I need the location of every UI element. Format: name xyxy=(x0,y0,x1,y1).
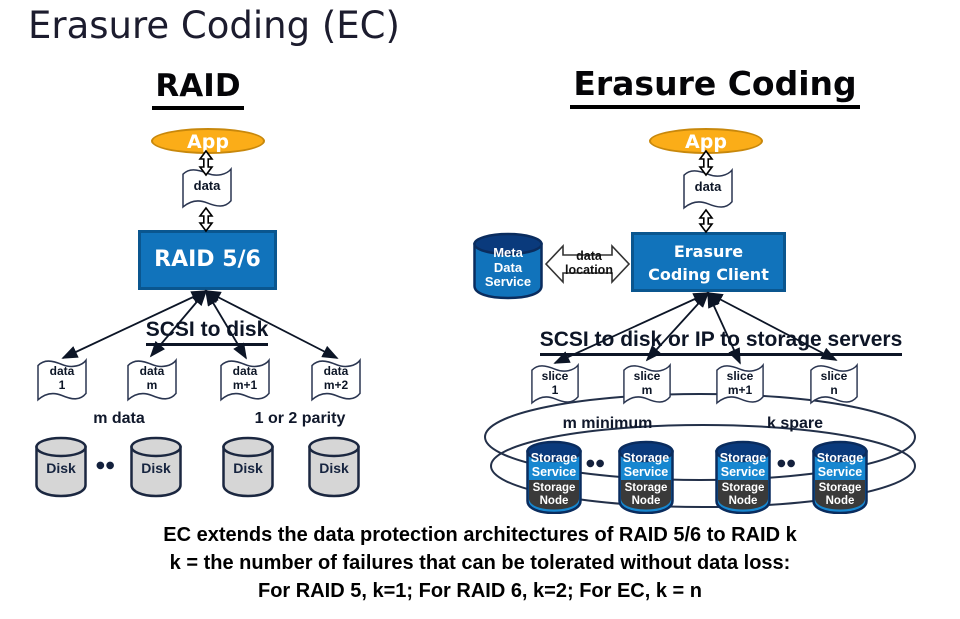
m-minimum-label: m minimum xyxy=(562,415,653,432)
disk-cylinder: Disk xyxy=(307,436,361,498)
cylinder-shape xyxy=(308,436,360,498)
app-label-right: App xyxy=(685,131,727,153)
parity-label: 1 or 2 parity xyxy=(254,410,346,427)
disk-cylinder: Disk xyxy=(221,436,275,498)
app-node-right: App xyxy=(649,128,763,154)
m-data-label: m data xyxy=(93,410,145,427)
disk-ellipsis: ●● xyxy=(96,460,116,471)
cylinder-shape xyxy=(35,436,87,498)
scsi-bus-label-left: SCSI to disk xyxy=(122,318,292,346)
footer-line-1: EC extends the data protection architect… xyxy=(163,524,797,546)
cylinder-shape xyxy=(473,232,543,300)
app-label-left: App xyxy=(187,131,229,153)
client-line2: Coding Client xyxy=(648,265,769,284)
scsi-ip-bus-text: SCSI to disk or IP to storage servers xyxy=(539,328,903,356)
cylinder-shape xyxy=(130,436,182,498)
document-shape xyxy=(623,362,671,405)
document-shape xyxy=(220,357,270,402)
cylinder-shape xyxy=(222,436,274,498)
k-spare-label: k spare xyxy=(766,415,824,432)
scsi-bus-text-left: SCSI to disk xyxy=(145,318,269,346)
footer-line-2: k = the number of failures that can be t… xyxy=(169,552,791,574)
storage-ellipsis: ●● xyxy=(586,458,606,469)
app-node-left: App xyxy=(151,128,265,154)
disk-cylinder: Disk xyxy=(129,436,183,498)
raid-heading: RAID xyxy=(128,68,268,110)
document-shape xyxy=(311,357,361,402)
erasure-coding-client-box: Erasure Coding Client xyxy=(631,232,786,292)
page-title: Erasure Coding (EC) xyxy=(28,4,400,47)
client-line1: Erasure xyxy=(673,242,744,261)
scsi-ip-bus-label: SCSI to disk or IP to storage servers xyxy=(486,328,956,356)
double-arrow-data-client xyxy=(698,208,714,234)
footer-line-3: For RAID 5, k=1; For RAID 6, k=2; For EC… xyxy=(258,580,702,602)
document-shape xyxy=(531,362,579,405)
raid-controller-box: RAID 5/6 xyxy=(138,230,277,290)
data-document-left-label: data xyxy=(193,178,221,193)
data-document-right-label: data xyxy=(694,179,722,194)
data-document-right: data xyxy=(682,167,734,211)
disk-label: Disk xyxy=(46,460,76,476)
erasure-coding-heading-label: Erasure Coding xyxy=(570,64,860,109)
erasure-coding-heading: Erasure Coding xyxy=(535,64,895,109)
cylinder-shape xyxy=(526,440,582,514)
raid-heading-label: RAID xyxy=(152,68,244,110)
double-arrow-data-raid xyxy=(198,206,214,233)
cylinder-shape xyxy=(812,440,868,514)
cylinder-shape xyxy=(618,440,674,514)
disk-label: Disk xyxy=(233,460,263,476)
document-shape xyxy=(810,362,858,405)
disk-cylinder: Disk xyxy=(34,436,88,498)
document-shape xyxy=(37,357,87,402)
disk-label: Disk xyxy=(141,460,171,476)
cylinder-shape xyxy=(715,440,771,514)
disk-label: Disk xyxy=(319,460,349,476)
document-shape xyxy=(127,357,177,402)
storage-ellipsis: ●● xyxy=(777,458,797,469)
data-document-left: data xyxy=(181,166,233,210)
document-shape xyxy=(716,362,764,405)
